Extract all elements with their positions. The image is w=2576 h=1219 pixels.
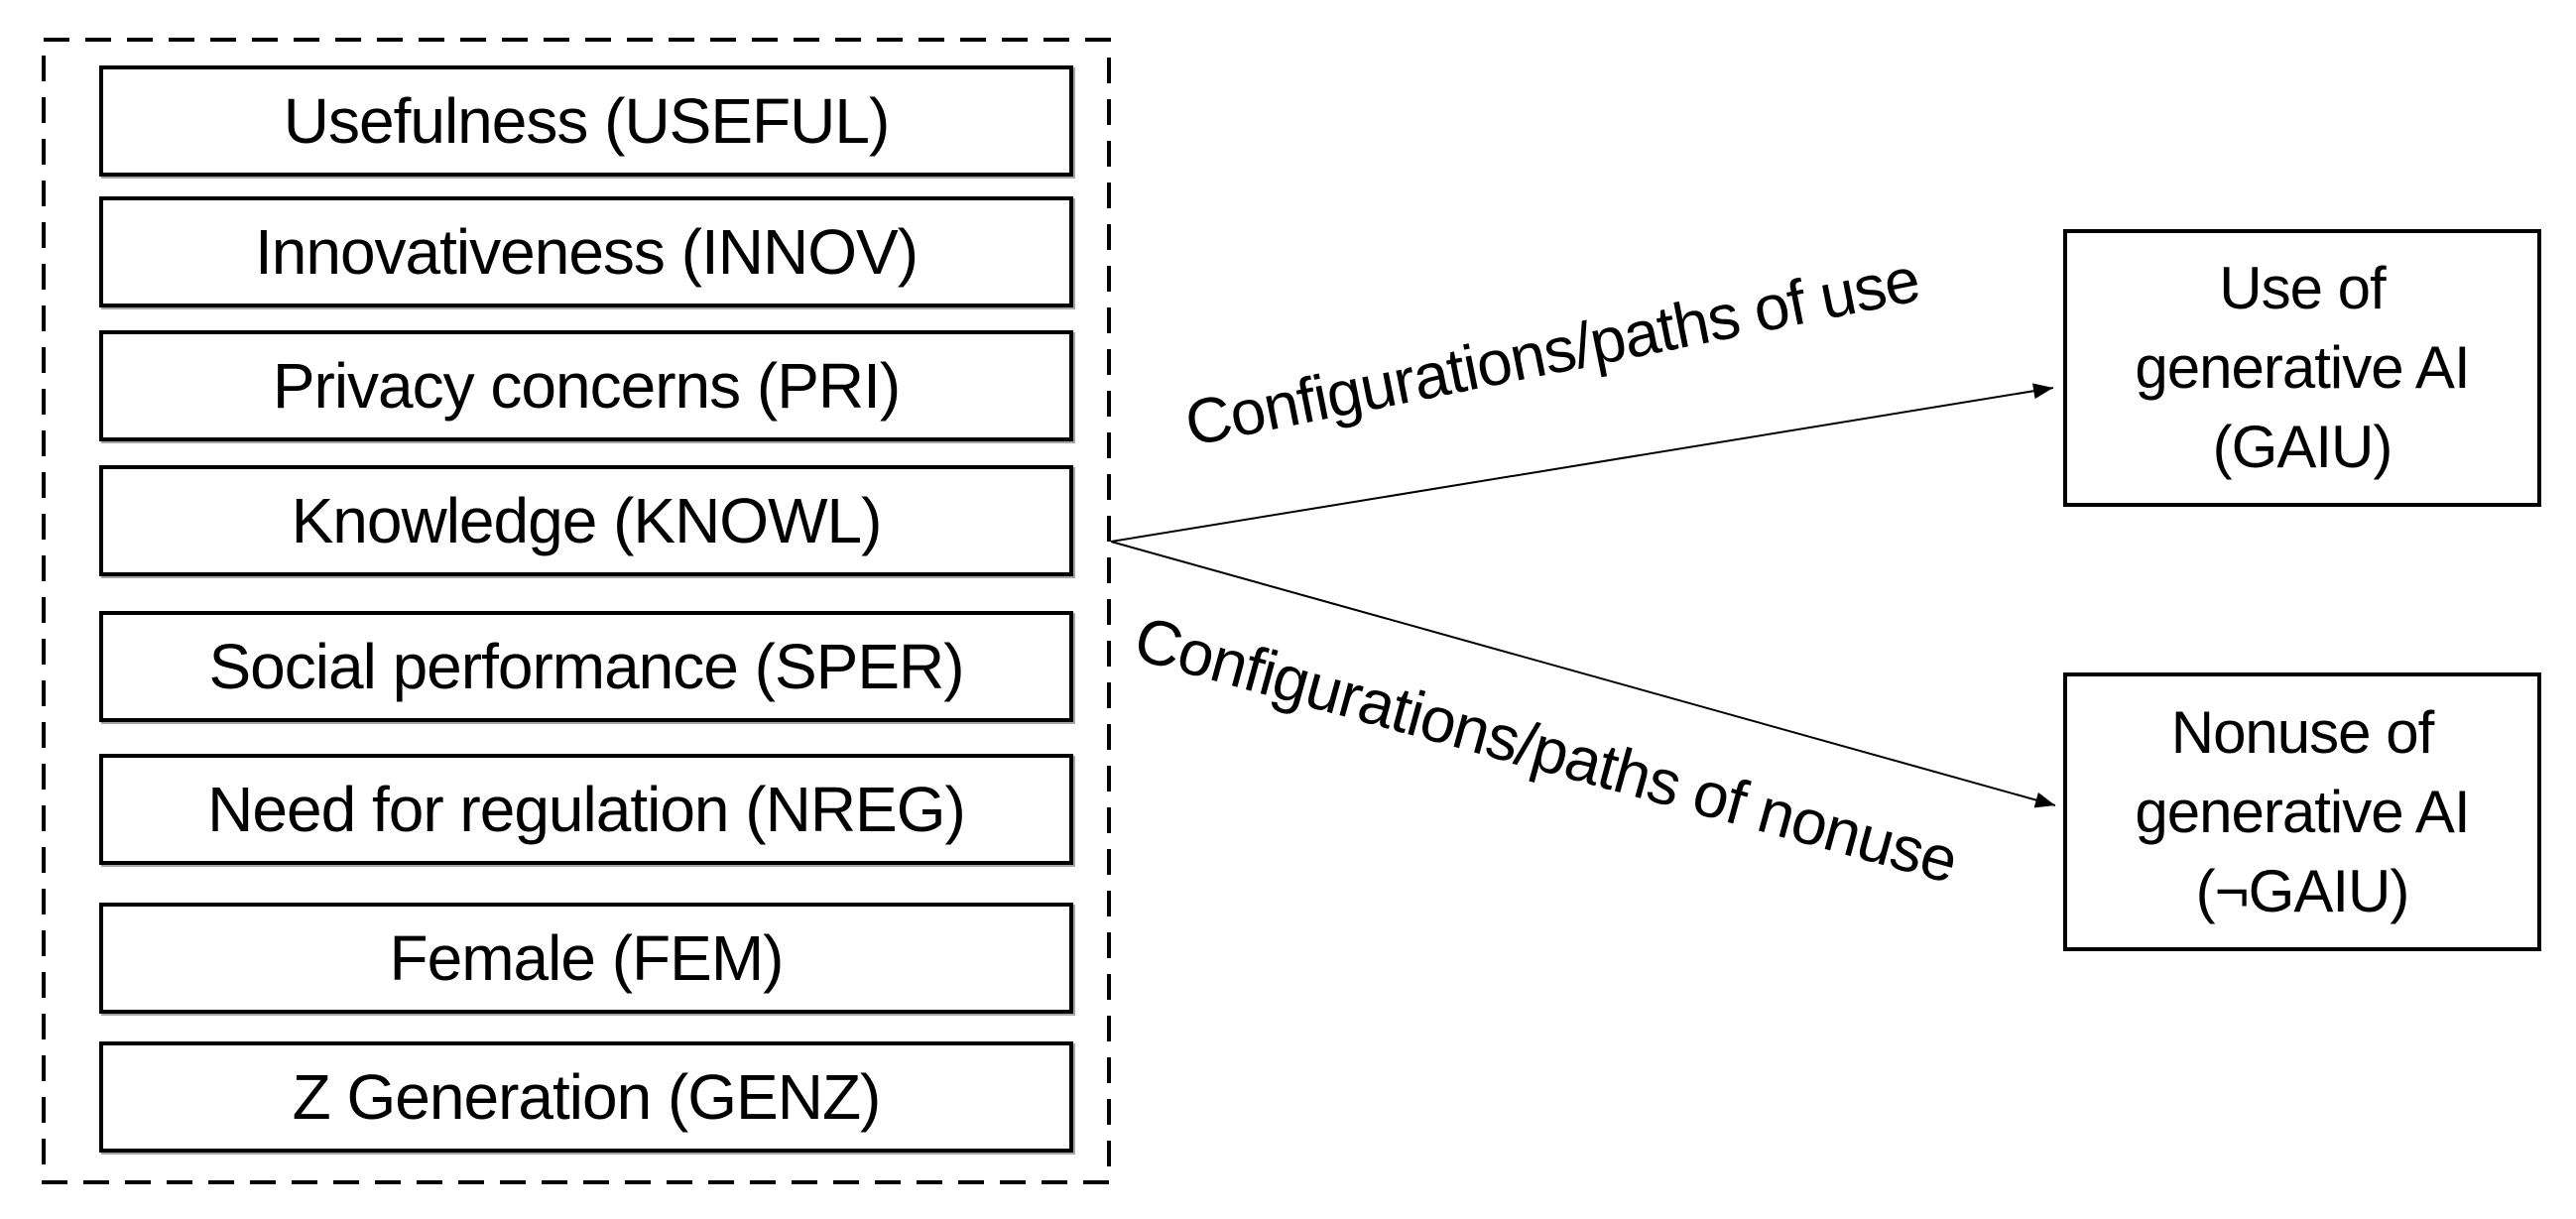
condition-label: Knowledge (KNOWL)	[291, 485, 883, 556]
antecedents-dashed-frame	[42, 38, 1111, 1184]
condition-box-sper: Social performance (SPER)	[99, 611, 1073, 722]
condition-box-innov: Innovativeness (INNOV)	[99, 196, 1073, 307]
outcome-line: Use of	[2219, 255, 2386, 321]
outcome-line: generative AI	[2135, 778, 2470, 845]
condition-box-nreg: Need for regulation (NREG)	[99, 754, 1073, 865]
outcome-line: Nonuse of	[2170, 698, 2435, 766]
outcome-line: generative AI	[2135, 334, 2470, 401]
condition-box-pri: Privacy concerns (PRI)	[99, 330, 1073, 441]
outcome-line: (¬GAIU)	[2195, 857, 2410, 924]
condition-box-fem: Female (FEM)	[99, 903, 1073, 1014]
condition-box-knowl: Knowledge (KNOWL)	[99, 465, 1073, 576]
outcome-box-gaiu: Use of generative AI (GAIU)	[2063, 229, 2541, 507]
condition-label: Innovativeness (INNOV)	[254, 216, 919, 288]
condition-box-genz: Z Generation (GENZ)	[99, 1041, 1073, 1153]
condition-label: Privacy concerns (PRI)	[272, 350, 901, 422]
condition-label: Social performance (SPER)	[208, 631, 964, 702]
condition-label: Female (FEM)	[389, 922, 785, 994]
outcome-line: (GAIU)	[2212, 414, 2393, 480]
path-of-nonuse-arrow	[1110, 541, 2056, 808]
outcome-box-not-gaiu: Nonuse of generative AI (¬GAIU)	[2063, 672, 2541, 951]
condition-box-useful: Usefulness (USEFUL)	[99, 65, 1073, 177]
condition-label: Need for regulation (NREG)	[207, 774, 966, 845]
condition-label: Usefulness (USEFUL)	[283, 85, 890, 157]
path-of-use-arrow	[1110, 383, 2054, 543]
condition-label: Z Generation (GENZ)	[292, 1061, 882, 1133]
